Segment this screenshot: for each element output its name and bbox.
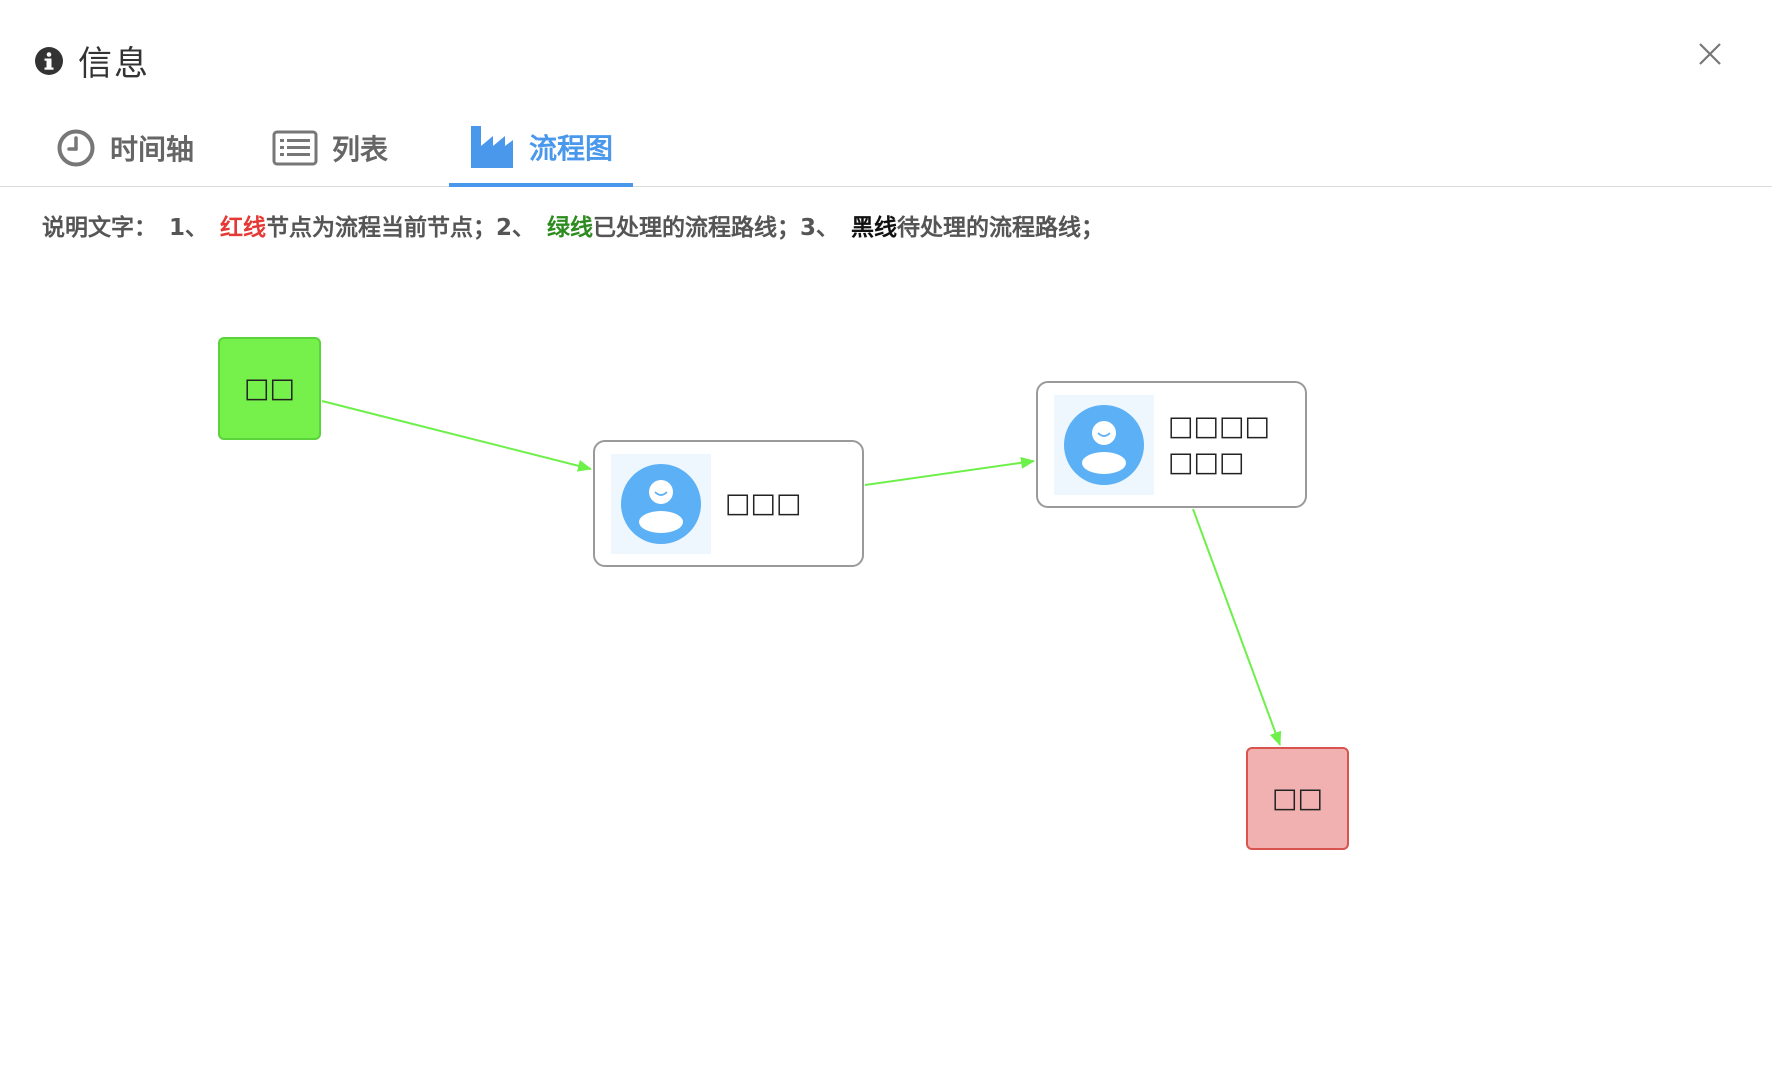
tab-flowchart-label: 流程图: [529, 131, 614, 165]
legend-description: 说明文字： 1、红线节点为流程当前节点；2、绿线已处理的流程路线；3、黑线待处理的…: [42, 208, 1104, 242]
list-icon: [272, 130, 318, 166]
tab-flowchart[interactable]: 流程图: [449, 110, 633, 187]
flow-node-end[interactable]: □□: [1246, 747, 1349, 850]
edge-start-to-task1: [321, 400, 592, 472]
legend-red-line: 红线: [220, 215, 267, 241]
tab-timeline[interactable]: 时间轴: [56, 110, 194, 186]
info-circle-icon: [35, 46, 63, 75]
flowchart-icon: [471, 125, 513, 168]
flow-node-task2[interactable]: □□□□ □□□: [1036, 381, 1307, 508]
edge-task1-to-task2: [864, 456, 1035, 486]
tab-bar: 时间轴 列表 流程图: [0, 110, 1772, 187]
dialog-header: 信息: [34, 36, 150, 85]
legend-item3-text: 待处理的流程路线；: [897, 215, 1105, 241]
flow-node-task2-label: □□□□ □□□: [1168, 409, 1270, 481]
flow-node-task1[interactable]: □□□: [593, 440, 864, 567]
user-avatar-icon: [1054, 394, 1154, 495]
tab-timeline-label: 时间轴: [110, 133, 195, 166]
tab-list[interactable]: 列表: [272, 110, 388, 186]
flow-node-end-label: □□: [1271, 783, 1324, 814]
legend-black-line: 黑线: [851, 215, 898, 241]
flow-node-start[interactable]: □□: [218, 337, 321, 440]
tab-list-label: 列表: [332, 133, 389, 166]
edge-task2-to-end: [1192, 508, 1282, 746]
flow-node-task2-label-line2: □□□: [1168, 446, 1245, 478]
legend-green-line: 绿线: [547, 215, 594, 241]
legend-item1-num: 1、: [169, 215, 209, 241]
user-avatar-icon: [611, 453, 711, 554]
flow-node-start-label: □□: [243, 373, 296, 404]
legend-item2-num: 2、: [496, 215, 536, 241]
close-icon[interactable]: [1696, 40, 1724, 68]
dialog-title: 信息: [78, 44, 150, 84]
clock-icon: [57, 129, 95, 167]
legend-item3-num: 3、: [800, 215, 840, 241]
legend-item1-text: 节点为流程当前节点；: [266, 215, 497, 241]
legend-item2-text: 已处理的流程路线；: [593, 215, 801, 241]
legend-prefix: 说明文字：: [42, 215, 157, 241]
flow-node-task2-label-line1: □□□□: [1168, 410, 1271, 442]
flow-node-task1-label: □□□: [725, 487, 802, 519]
